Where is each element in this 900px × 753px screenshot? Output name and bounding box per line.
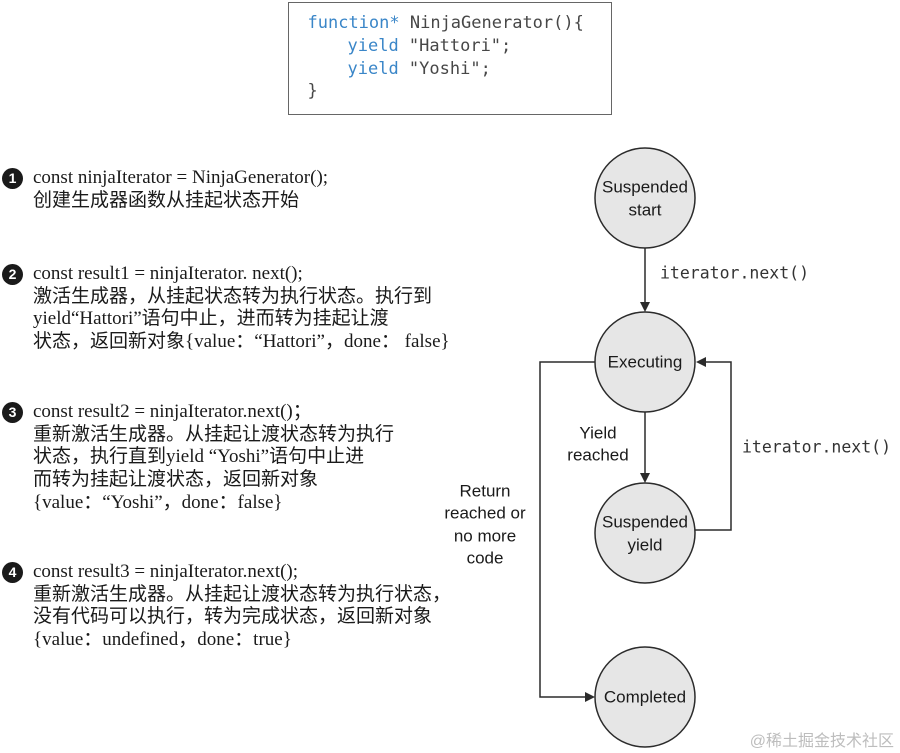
code-keyword: yield <box>347 36 399 56</box>
code-keyword: yield <box>347 59 399 79</box>
edge-yield-to-executing <box>695 361 732 531</box>
code-keyword: function* <box>307 13 400 33</box>
step-code-line: const result1 = ninjaIterator. next(); <box>33 263 303 284</box>
state-label: start <box>628 201 661 220</box>
step-text-line: 重新激活生成器。从挂起让渡状态转为执行 <box>33 423 395 445</box>
code-line-1: function* NinjaGenerator(){ <box>308 12 584 34</box>
step-description: const result1 = ninjaIterator. next(); 激… <box>33 263 450 354</box>
state-label: Suspended <box>602 178 688 197</box>
transition-label: iterator.next() <box>742 438 891 457</box>
transition-label: Yield <box>579 424 616 443</box>
step-text-line: 状态，返回新对象{value：“Hattori”，done： false} <box>33 331 450 353</box>
state-completed <box>594 646 696 748</box>
transition-label: Return <box>459 482 510 501</box>
state-label: Executing <box>608 353 683 372</box>
step-number-badge: 3 <box>2 402 23 423</box>
code-line-4: } <box>308 80 318 102</box>
step-number-badge: 1 <box>2 168 23 189</box>
state-label: Suspended <box>602 513 688 532</box>
state-label: Completed <box>604 688 686 707</box>
arrowhead-down <box>640 473 650 483</box>
arrowhead-down <box>640 302 650 312</box>
arrowhead-left <box>696 357 706 367</box>
step-text-line: 激活生成器，从挂起状态转为执行状态。执行到 <box>33 285 433 307</box>
watermark: @稀土掘金技术社区 <box>749 733 894 750</box>
state-suspended-yield <box>594 482 696 584</box>
step-description: const result2 = ninjaIterator.next()； 重新… <box>33 401 394 514</box>
step-text-line: {value：“Yoshi”，done：false} <box>33 491 283 513</box>
step-code-line: const result3 = ninjaIterator.next(); <box>33 561 299 582</box>
step-text-line: {value：undefined，done：true} <box>33 629 292 651</box>
code-box: function* NinjaGenerator(){ yield "Hatto… <box>288 2 612 115</box>
step-description: const ninjaIterator = NinjaGenerator(); … <box>33 167 328 212</box>
code-text: } <box>307 81 318 101</box>
step-number-badge: 2 <box>2 264 23 285</box>
step-description: const result3 = ninjaIterator.next(); 重新… <box>33 561 451 652</box>
step-text-line: yield“Hattori”语句中止，进而转为挂起让渡 <box>33 308 389 330</box>
transition-label: no more <box>454 527 516 546</box>
code-text: "Hattori"; <box>398 36 512 56</box>
state-suspended-start <box>594 147 696 249</box>
arrowhead-right <box>585 692 595 702</box>
transition-label: code <box>467 549 504 568</box>
step-text-line: 没有代码可以执行，转为完成状态，返回新对象 <box>33 606 433 628</box>
code-text: "Yoshi"; <box>398 59 491 79</box>
transition-label: reached or <box>444 504 526 523</box>
step-code-line: const ninjaIterator = NinjaGenerator(); <box>33 167 329 188</box>
step-text-line: 重新激活生成器。从挂起让渡状态转为执行状态， <box>33 583 452 605</box>
transition-label: reached <box>567 446 628 465</box>
step-text-line: 而转为挂起让渡状态，返回新对象 <box>33 469 319 491</box>
state-executing <box>594 311 696 413</box>
state-label: yield <box>628 536 663 555</box>
code-line-3: yield "Yoshi"; <box>348 58 491 80</box>
step-text-line: 创建生成器函数从挂起状态开始 <box>33 189 300 211</box>
transition-label: iterator.next() <box>660 264 809 283</box>
edge-executing-to-completed <box>539 361 595 698</box>
code-line-2: yield "Hattori"; <box>348 35 512 57</box>
step-number-badge: 4 <box>2 562 23 583</box>
code-text: NinjaGenerator(){ <box>399 13 584 33</box>
step-text-line: 状态，执行直到yield “Yoshi”语句中止进 <box>33 446 365 468</box>
step-code-line: const result2 = ninjaIterator.next()； <box>33 401 312 422</box>
